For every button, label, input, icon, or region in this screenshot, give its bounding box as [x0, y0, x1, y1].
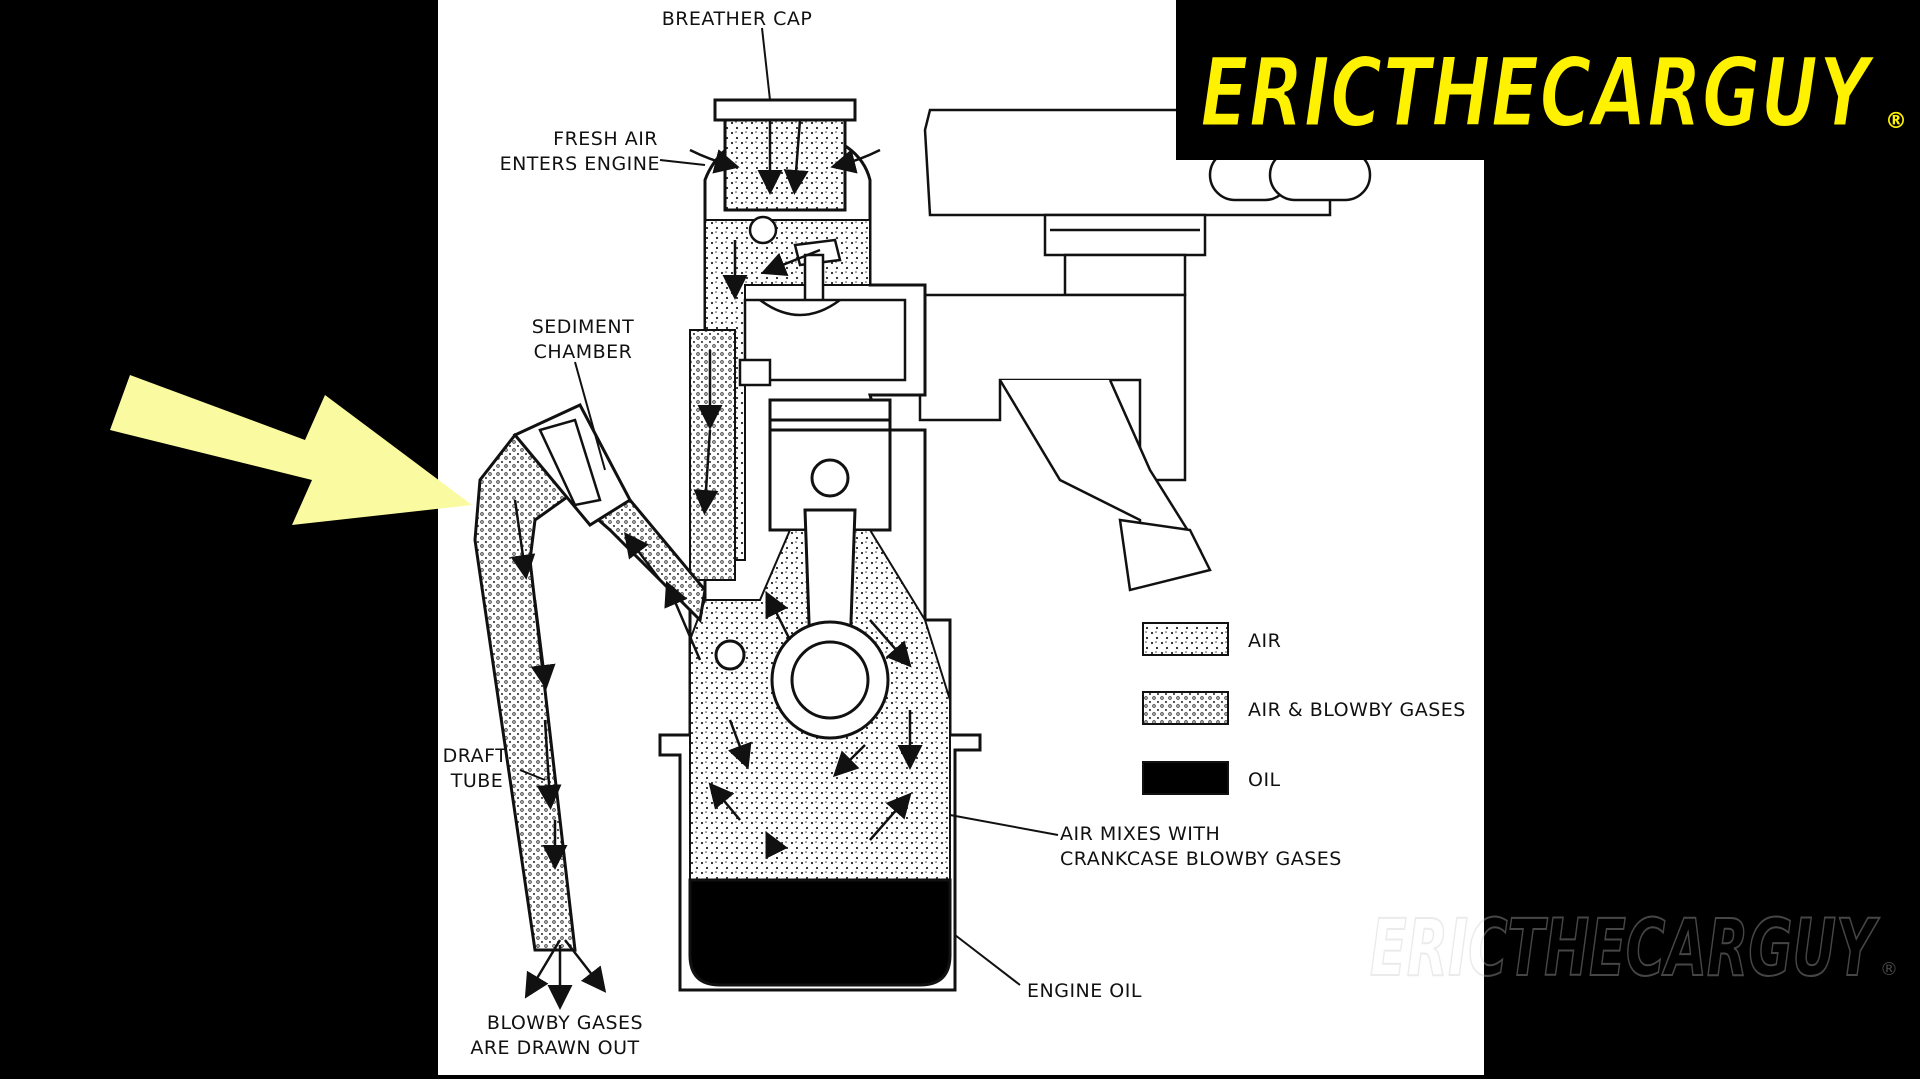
label-fresh-air-2: ENTERS ENGINE	[500, 153, 660, 175]
legend-label-oil: OIL	[1248, 769, 1281, 791]
valve-train	[738, 215, 907, 387]
label-air-mixes-1: AIR MIXES WITH	[1060, 823, 1220, 845]
label-breather-cap: BREATHER CAP	[662, 8, 813, 30]
flow-arrows	[510, 119, 923, 1010]
watermark-registered-mark: ®	[1880, 959, 1898, 980]
logo-registered-mark: ®	[1885, 109, 1907, 134]
label-sediment-1: SEDIMENT	[532, 316, 635, 338]
logo-text: ERICTHECARGUY	[1200, 37, 1876, 149]
leader-lines	[519, 27, 1059, 986]
logo-background	[1176, 0, 1920, 160]
logo: ERICTHECARGUY ®	[1176, 0, 1920, 160]
label-draft-2: TUBE	[450, 770, 504, 792]
arrow-pointer-icon	[110, 375, 472, 525]
connecting-rod	[714, 508, 890, 740]
oil-pan	[688, 878, 952, 987]
label-blowby-2: ARE DRAWN OUT	[470, 1037, 639, 1059]
breather-cap	[713, 98, 857, 212]
legend-label-air-blowby: AIR & BLOWBY GASES	[1248, 699, 1466, 721]
watermark: ERICTHECARGUY ®	[1369, 903, 1898, 995]
label-blowby-1: BLOWBY GASES	[487, 1012, 643, 1034]
intake-manifold	[918, 293, 1212, 592]
legend-swatch-air-blowby	[1142, 691, 1229, 725]
diagram-labels: BREATHER CAP FRESH AIR ENTERS ENGINE SED…	[443, 8, 1342, 1059]
air-cleaner	[923, 108, 1372, 297]
label-air-mixes-2: CRANKCASE BLOWBY GASES	[1060, 848, 1342, 870]
label-engine-oil: ENGINE OIL	[1027, 980, 1142, 1002]
legend-swatch-oil	[1142, 761, 1229, 795]
legend-swatch-air	[1142, 622, 1229, 656]
label-fresh-air-1: FRESH AIR	[553, 128, 658, 150]
legend-label-air: AIR	[1248, 630, 1281, 652]
label-sediment-2: CHAMBER	[534, 341, 633, 363]
watermark-text: ERICTHECARGUY	[1370, 904, 1880, 994]
label-draft-1: DRAFT	[443, 745, 508, 767]
legend: AIR AIR & BLOWBY GASES OIL	[1142, 622, 1466, 795]
passage	[689, 329, 736, 581]
piston	[768, 398, 892, 532]
